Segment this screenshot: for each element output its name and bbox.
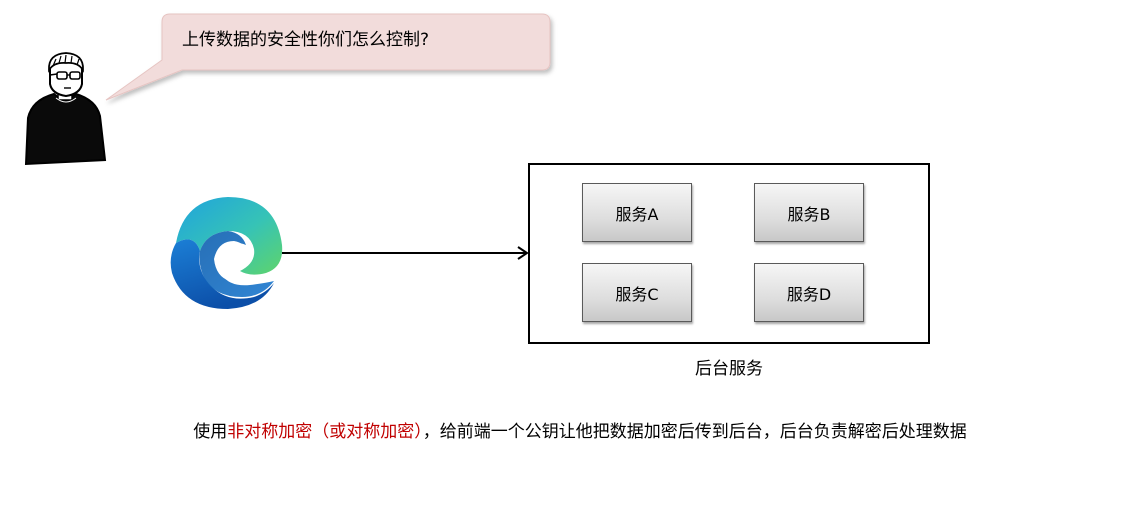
caption-highlight: 非对称加密（或对称加密）	[227, 422, 423, 442]
service-a-label: 服务A	[616, 201, 659, 225]
request-arrow	[282, 243, 532, 263]
service-c-box: 服务C	[582, 263, 692, 322]
service-d-box: 服务D	[754, 263, 864, 322]
caption-prefix: 使用	[193, 422, 227, 442]
caption: 使用非对称加密（或对称加密），给前端一个公钥让他把数据加密后传到后台，后台负责解…	[0, 417, 1124, 442]
browser-logo-icon	[166, 193, 286, 311]
service-b-label: 服务B	[788, 201, 831, 225]
service-d-label: 服务D	[787, 281, 831, 305]
speech-bubble	[100, 10, 560, 110]
speech-bubble-text: 上传数据的安全性你们怎么控制?	[182, 28, 429, 52]
person-icon	[20, 50, 110, 166]
backend-label: 后台服务	[528, 354, 930, 379]
service-a-box: 服务A	[582, 183, 692, 242]
service-b-box: 服务B	[754, 183, 864, 242]
caption-suffix: ，给前端一个公钥让他把数据加密后传到后台，后台负责解密后处理数据	[423, 422, 967, 442]
service-c-label: 服务C	[615, 281, 658, 305]
